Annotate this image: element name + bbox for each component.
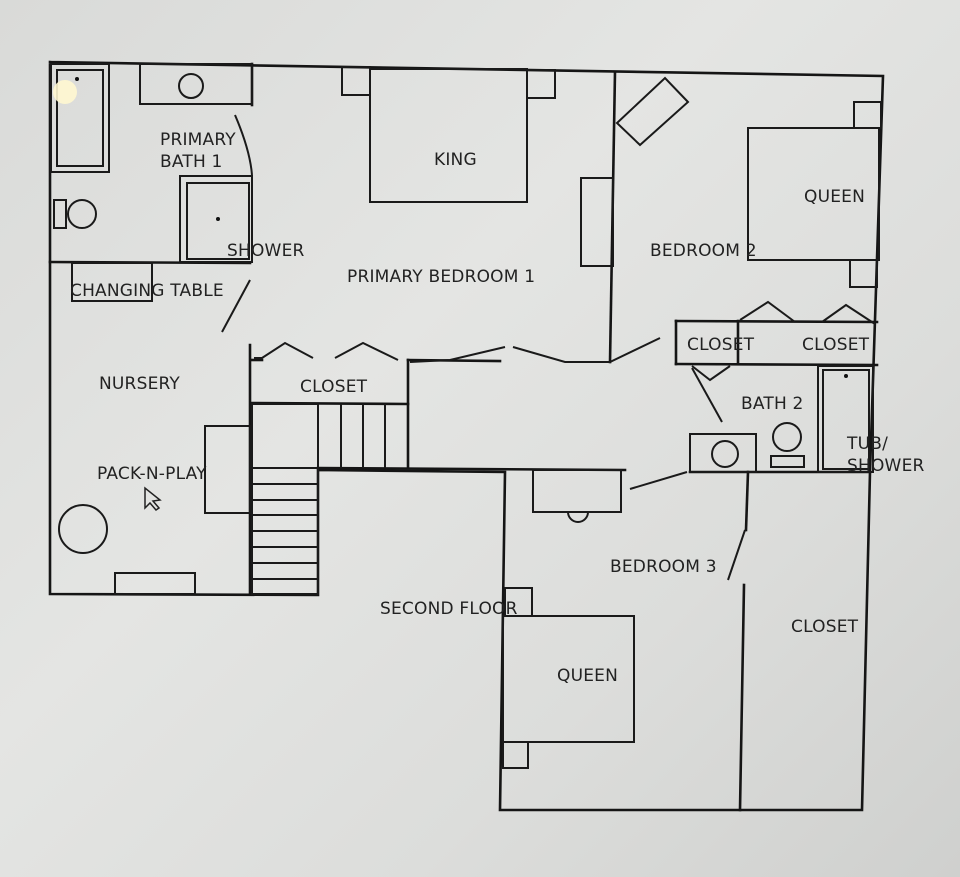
label-closet-b3: CLOSET (791, 617, 859, 637)
label-bedroom-3: BEDROOM 3 (610, 557, 717, 577)
primary-bath-fixtures (50, 63, 253, 263)
label-closet-b2a: CLOSET (687, 335, 755, 355)
bedroom-2-fixtures (615, 76, 882, 325)
label-queen-bedroom-3: QUEEN (557, 666, 618, 686)
cursor-icon (144, 486, 162, 511)
screen-glare (53, 80, 77, 104)
label-bath-2: BATH 2 (741, 394, 804, 414)
label-shower: SHOWER (227, 241, 305, 261)
label-hall-closet: CLOSET (300, 377, 368, 397)
label-tub-line1: TUB/ (846, 434, 888, 454)
label-closet-b2b: CLOSET (802, 335, 870, 355)
label-second-floor: SECOND FLOOR (380, 599, 518, 619)
bath-2-fixtures (629, 365, 874, 490)
label-primary-bath-line1: PRIMARY (160, 130, 236, 150)
label-nursery: NURSERY (99, 374, 180, 394)
label-queen-bedroom-2: QUEEN (804, 187, 865, 207)
label-primary-bath-line2: BATH 1 (160, 152, 223, 172)
outer-walls (48, 60, 885, 812)
room-labels: PRIMARY BATH 1 SHOWER CHANGING TABLE NUR… (70, 130, 925, 686)
nursery-fixtures (58, 262, 251, 595)
primary-bedroom-fixtures (341, 66, 661, 363)
label-primary-bedroom: PRIMARY BEDROOM 1 (347, 267, 535, 287)
label-changing-table: CHANGING TABLE (70, 281, 224, 301)
label-pack-n-play: PACK-N-PLAY (97, 464, 207, 484)
interior-walls (48, 62, 879, 812)
label-king: KING (434, 150, 477, 170)
bedroom-3-fixtures (502, 469, 746, 769)
label-bedroom-2: BEDROOM 2 (650, 241, 757, 261)
stairs (251, 341, 399, 595)
label-tub-line2: SHOWER (847, 456, 925, 476)
